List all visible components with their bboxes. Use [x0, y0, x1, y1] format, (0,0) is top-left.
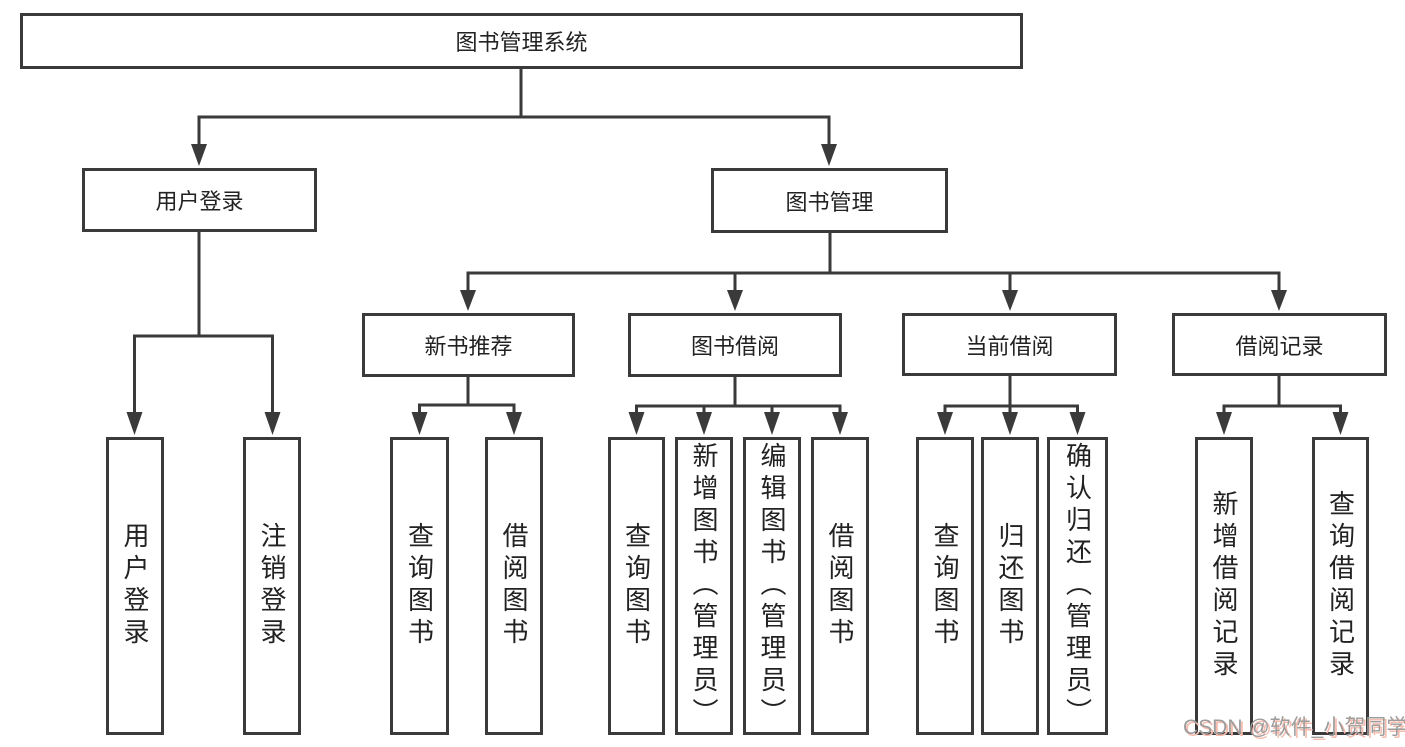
leaf-user-login-label: 用户登录 [120, 522, 150, 650]
node-root-label: 图书管理系统 [455, 30, 588, 55]
leaf-logout: 注销登录 [243, 437, 301, 735]
leaf-newbooks-borrow-label: 借阅图书 [499, 522, 529, 650]
leaf-newbooks-query-label: 查询图书 [404, 522, 435, 650]
leaf-bookborrow-edit: 编辑图书（管理员） [743, 437, 801, 735]
csdn-watermark: CSDN @软件_小贺同学 [1183, 716, 1405, 739]
leaf-bookborrow-query: 查询图书 [608, 437, 665, 735]
node-borrow-records-label: 借阅记录 [1235, 333, 1324, 359]
leaf-bookborrow-borrow-label: 借阅图书 [825, 522, 855, 650]
leaf-currentborrow-return-label: 归还图书 [995, 522, 1025, 650]
node-current-borrow: 当前借阅 [902, 313, 1117, 376]
node-borrow-records: 借阅记录 [1172, 313, 1387, 376]
leaf-bookborrow-add-label: 新增图书（管理员） [689, 442, 719, 730]
leaf-bookborrow-borrow: 借阅图书 [811, 437, 869, 735]
node-new-books-label: 新书推荐 [424, 334, 513, 359]
leaf-bookborrow-query-label: 查询图书 [621, 522, 652, 650]
node-user-login-label: 用户登录 [155, 189, 244, 214]
leaf-records-query-label: 查询借阅记录 [1325, 490, 1356, 682]
leaf-currentborrow-confirm: 确认归还（管理员） [1047, 437, 1108, 735]
leaf-currentborrow-return: 归还图书 [981, 437, 1039, 735]
leaf-bookborrow-add: 新增图书（管理员） [675, 437, 733, 735]
node-book-mgmt-label: 图书管理 [785, 189, 874, 215]
leaf-bookborrow-edit-label: 编辑图书（管理员） [757, 442, 787, 730]
node-root: 图书管理系统 [20, 13, 1023, 69]
node-book-borrow-label: 图书借阅 [690, 334, 779, 359]
leaf-logout-label: 注销登录 [257, 522, 287, 650]
node-book-borrow: 图书借阅 [628, 313, 842, 377]
leaf-records-add: 新增借阅记录 [1195, 437, 1253, 735]
node-user-login: 用户登录 [82, 168, 317, 232]
leaf-newbooks-query: 查询图书 [390, 437, 449, 735]
leaf-currentborrow-confirm-label: 确认归还（管理员） [1062, 442, 1093, 730]
leaf-currentborrow-query: 查询图书 [916, 437, 974, 735]
leaf-currentborrow-query-label: 查询图书 [930, 522, 960, 650]
node-book-mgmt: 图书管理 [711, 168, 948, 233]
node-current-borrow-label: 当前借阅 [965, 333, 1054, 359]
leaf-records-query: 查询借阅记录 [1312, 437, 1369, 735]
node-new-books: 新书推荐 [362, 313, 575, 377]
leaf-user-login: 用户登录 [106, 437, 164, 735]
leaf-newbooks-borrow: 借阅图书 [485, 437, 543, 735]
leaf-records-add-label: 新增借阅记录 [1209, 490, 1239, 682]
